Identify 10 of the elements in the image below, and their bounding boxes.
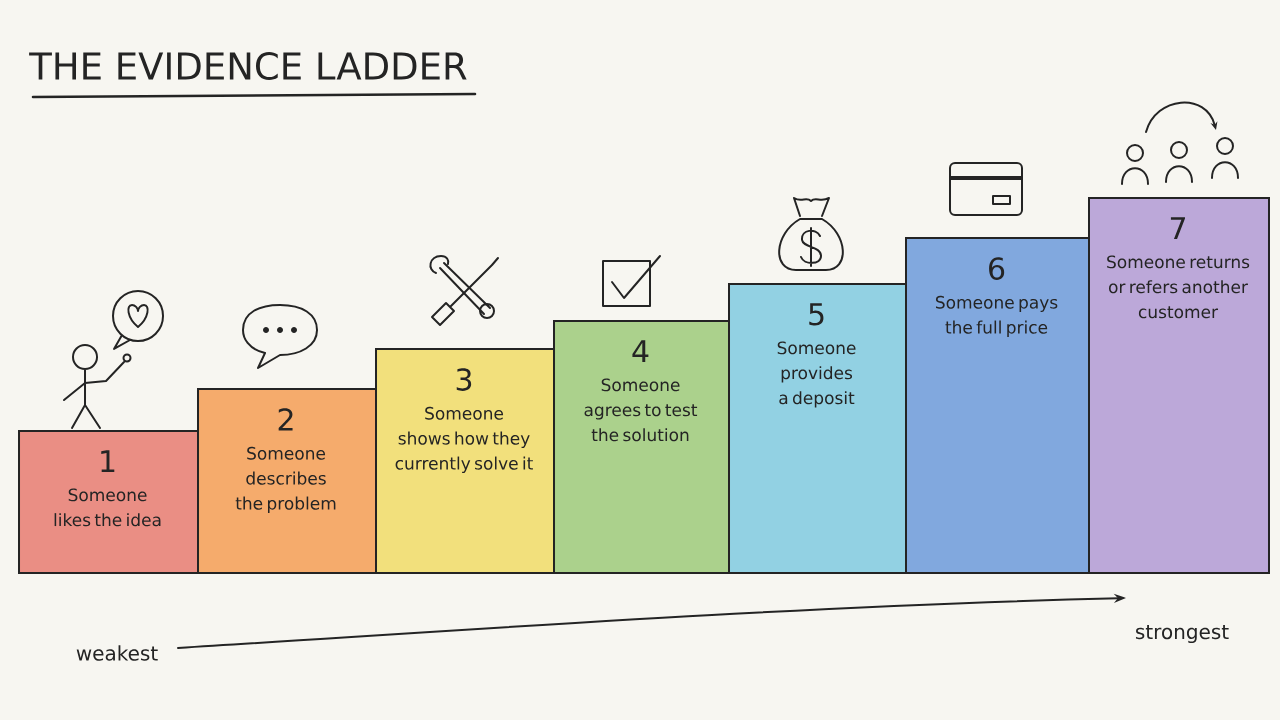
step-box: 4 Someone agrees to test the solution — [553, 320, 730, 574]
step-box: 6 Someone pays the full price — [905, 237, 1090, 574]
step-box: 5 Someone provides a deposit — [728, 283, 907, 574]
scale-label: weakest — [76, 645, 158, 661]
step-box: 7 Someone returns or refers another customer — [1088, 197, 1270, 574]
step-box: 3 Someone shows how they currently solve it — [375, 348, 555, 574]
step-box: 2 Someone describes the problem — [197, 388, 377, 574]
title: THE EVIDENCE LADDER — [29, 52, 467, 80]
scale-label: strongest — [1136, 624, 1229, 644]
step-box: 1 Someone likes the idea — [18, 430, 199, 574]
